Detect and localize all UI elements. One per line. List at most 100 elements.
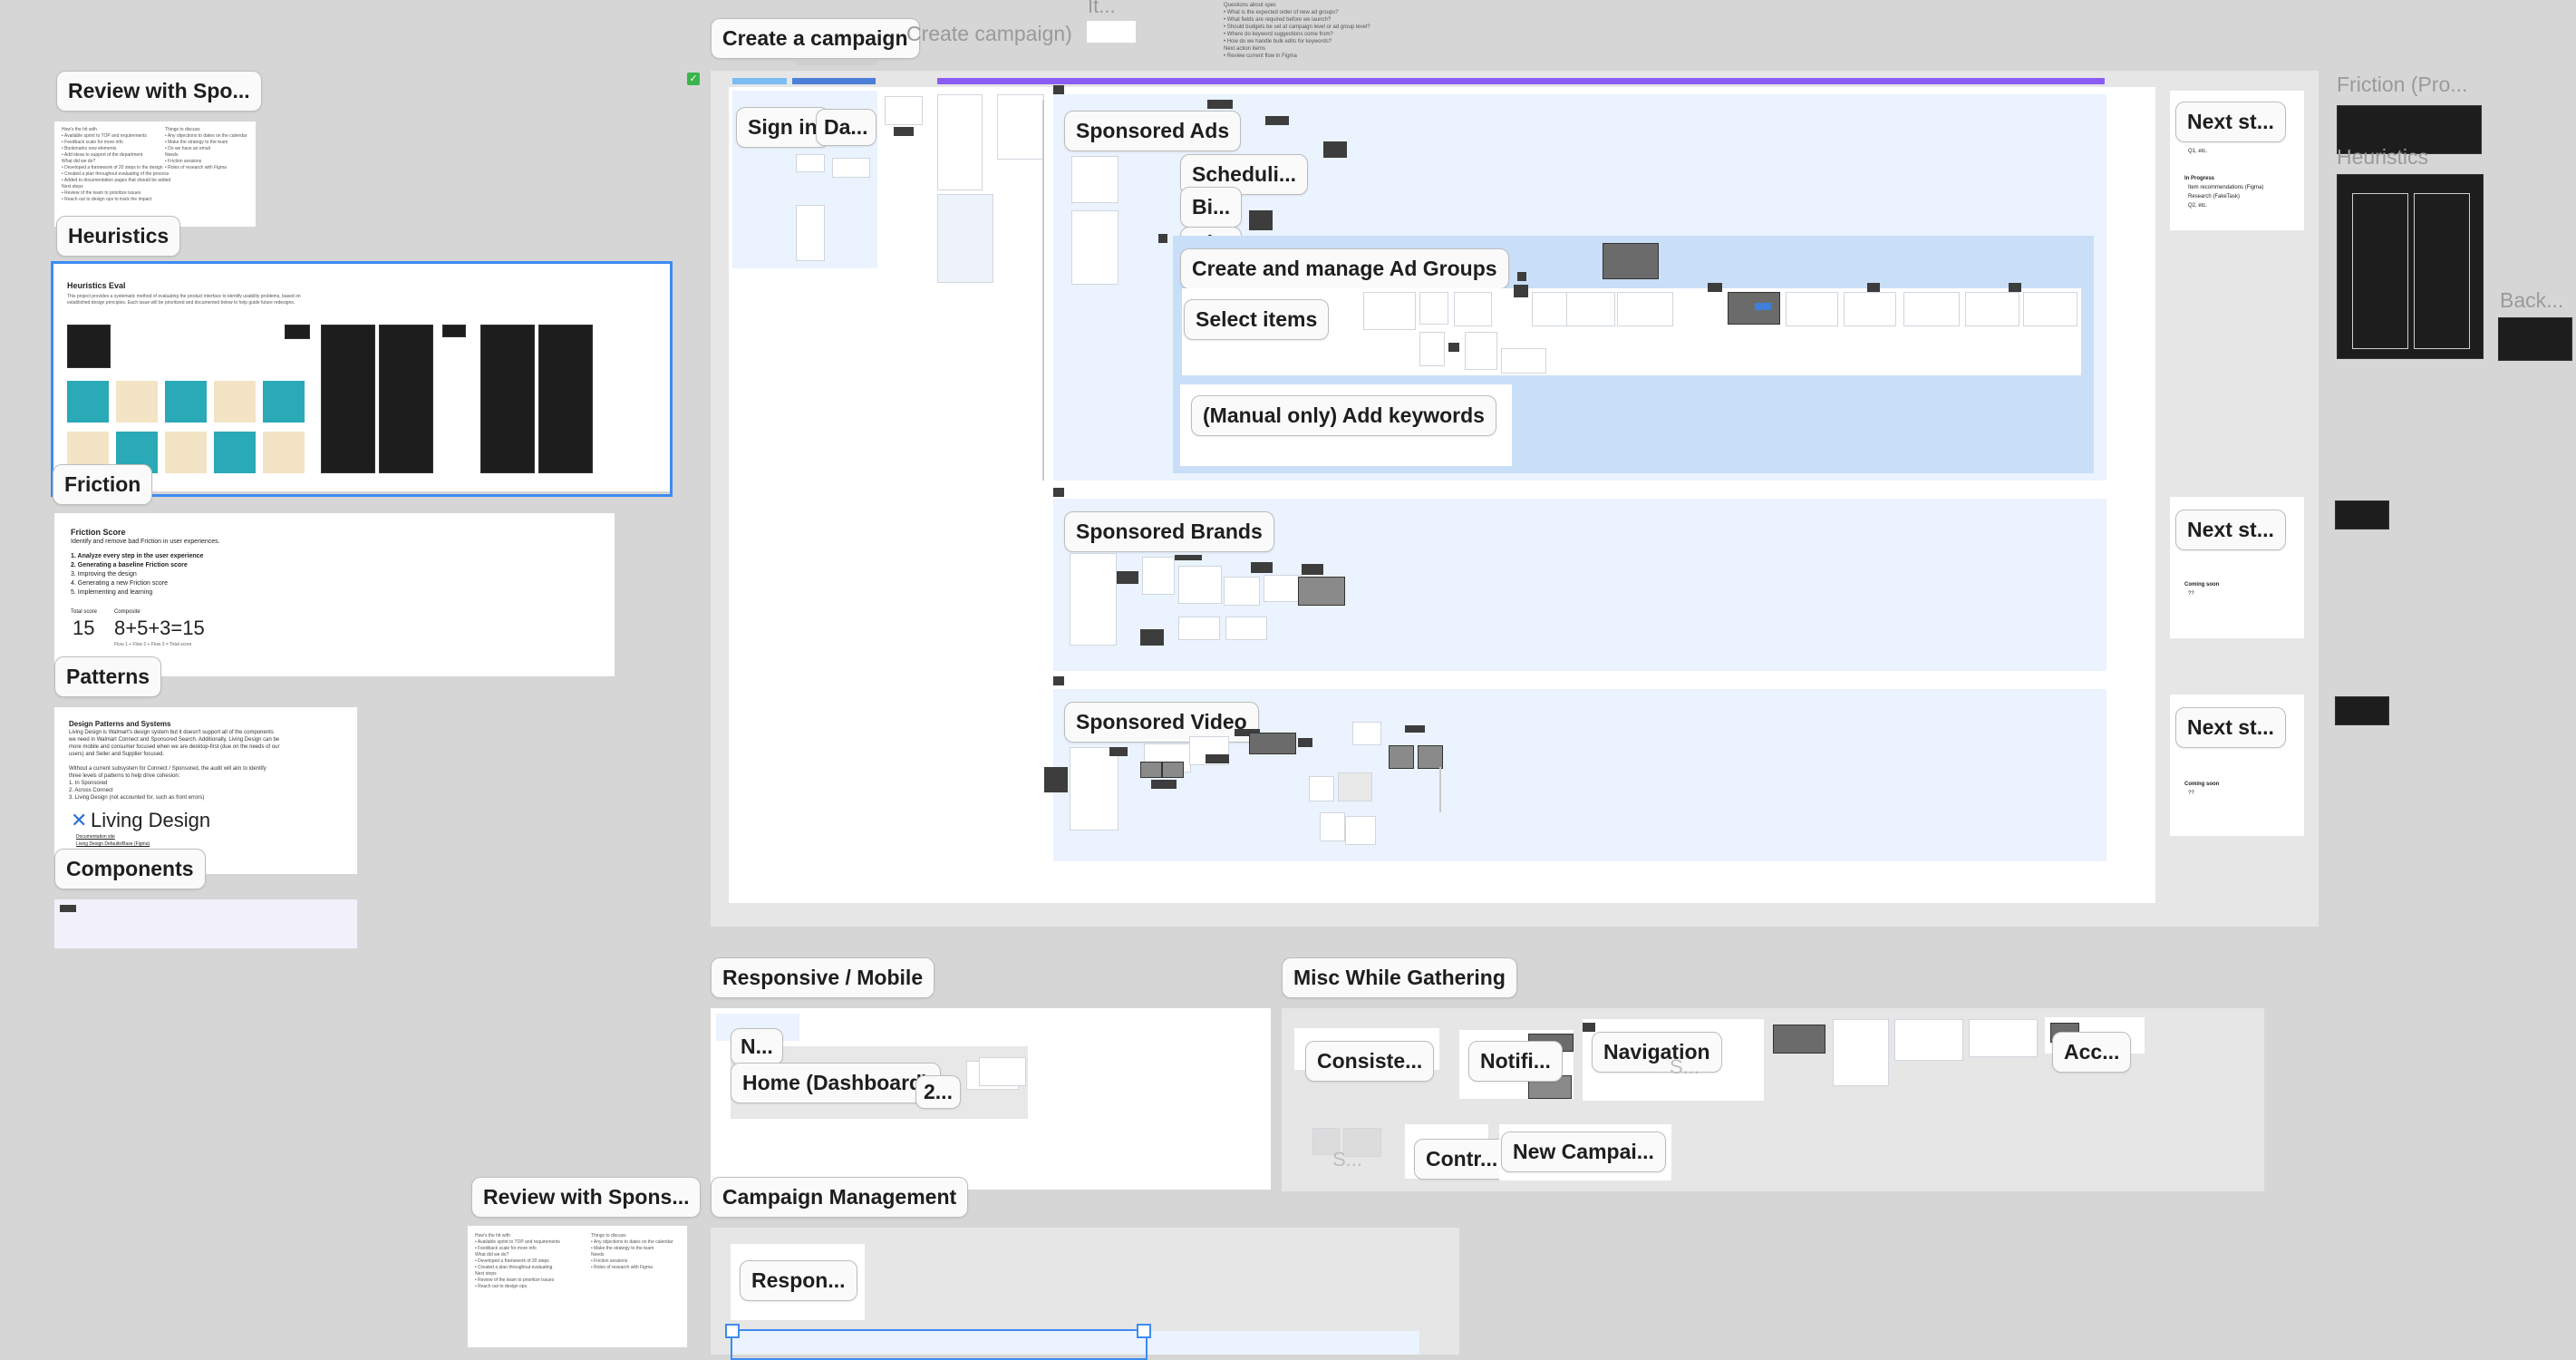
create-campaign-label[interactable]: Create a campaign — [711, 18, 920, 59]
heuristic-tile[interactable] — [263, 432, 305, 473]
misc-gathering-label[interactable]: Misc While Gathering — [1282, 957, 1517, 998]
screen-thumb[interactable] — [885, 96, 923, 125]
screen-thumb[interactable] — [1833, 1019, 1889, 1086]
screen-thumb-dark[interactable] — [1603, 243, 1659, 279]
dark-frame[interactable] — [2335, 696, 2389, 725]
screen-thumb[interactable] — [1343, 1128, 1381, 1157]
sponsored-video-label[interactable]: Sponsored Video — [1064, 702, 1259, 743]
next-steps-card[interactable]: Next st... Coming soon ?? — [2170, 497, 2304, 638]
heuristic-tile[interactable] — [214, 432, 256, 473]
add-keywords-label[interactable]: (Manual only) Add keywords — [1191, 395, 1496, 436]
dark-frame[interactable] — [2337, 105, 2482, 154]
screen-thumb-dark[interactable] — [1140, 762, 1162, 778]
components-label[interactable]: Components — [54, 849, 206, 889]
notifications-label[interactable]: Notifi... — [1468, 1041, 1563, 1082]
campaign-management-label[interactable]: Campaign Management — [711, 1177, 969, 1218]
dark-panel[interactable] — [538, 325, 593, 473]
resize-handle[interactable] — [1137, 1324, 1151, 1338]
screen-thumb[interactable] — [1142, 557, 1175, 595]
design-patterns-card[interactable]: Design Patterns and Systems Living Desig… — [54, 707, 357, 874]
screen-thumb[interactable] — [1338, 772, 1372, 801]
friction-label[interactable]: Friction — [53, 464, 153, 505]
dashboard-label[interactable]: Da... — [816, 109, 876, 146]
heuristic-tile[interactable] — [263, 381, 305, 423]
screen-thumb[interactable] — [1071, 210, 1119, 285]
consistency-label[interactable]: Consiste... — [1305, 1041, 1435, 1082]
responsive-2-label[interactable]: 2... — [915, 1075, 961, 1109]
patterns-link[interactable]: Living Design Defaults/Base (Figma) — [76, 841, 150, 847]
review-card[interactable]: How's the hit with • Available sprint to… — [54, 121, 256, 227]
dark-panel[interactable] — [379, 325, 433, 473]
screen-thumb[interactable] — [1465, 332, 1497, 370]
screen-thumb[interactable] — [1617, 292, 1673, 326]
screen-thumb[interactable] — [1786, 292, 1838, 326]
screen-thumb[interactable] — [1419, 332, 1445, 366]
heuristics-label[interactable]: Heuristics — [56, 216, 181, 257]
screen-thumb[interactable] — [937, 94, 983, 190]
controls-label[interactable]: Contr... — [1414, 1139, 1510, 1180]
ad-groups-label[interactable]: Create and manage Ad Groups — [1180, 248, 1509, 289]
next-steps-card[interactable]: Next st... Q1, etc. In Progress Item rec… — [2170, 91, 2304, 230]
heuristic-tile[interactable] — [67, 381, 109, 423]
dark-frame[interactable] — [2337, 174, 2484, 359]
screen-thumb[interactable] — [796, 205, 825, 261]
home-dashboard-label[interactable]: Home (Dashboard) — [731, 1063, 941, 1103]
screen-thumb[interactable] — [1566, 292, 1615, 326]
screen-thumb-dark[interactable] — [1389, 745, 1414, 769]
heuristic-tile[interactable] — [116, 381, 158, 423]
responsive-n-label[interactable]: N... — [731, 1028, 783, 1065]
screen-thumb[interactable] — [1070, 553, 1117, 646]
responsive-label[interactable]: Respon... — [740, 1260, 857, 1301]
screen-thumb[interactable] — [1894, 1019, 1963, 1061]
navigation-label[interactable]: Navigation — [1592, 1032, 1722, 1073]
bid-label-1[interactable]: Bi... — [1180, 187, 1243, 228]
sign-in-label[interactable]: Sign in — [736, 107, 829, 148]
screen-thumb[interactable] — [1903, 292, 1960, 326]
dark-frame[interactable] — [2335, 500, 2389, 529]
responsive-mobile-label[interactable]: Responsive / Mobile — [711, 957, 935, 998]
screen-thumb[interactable] — [1363, 292, 1416, 330]
heuristic-tile[interactable] — [214, 381, 256, 423]
friction-score-card[interactable]: Friction Score Identify and remove bad F… — [54, 513, 615, 676]
screen-thumb[interactable] — [1178, 617, 1220, 640]
heuristics-eval-frame[interactable]: Heuristics Eval This project provides a … — [53, 263, 671, 491]
screen-thumb-dark[interactable] — [1162, 762, 1184, 778]
review-label[interactable]: Review with Spo... — [56, 71, 262, 112]
screen-thumb[interactable] — [1071, 156, 1119, 203]
screen-thumb[interactable] — [1070, 747, 1119, 831]
screen-thumb[interactable] — [1419, 292, 1448, 325]
screen-thumb[interactable] — [1501, 348, 1546, 374]
dark-panel[interactable] — [321, 325, 375, 473]
screen-thumb[interactable] — [1320, 812, 1345, 841]
screen-thumb-dark[interactable] — [1728, 292, 1780, 325]
next-steps-card[interactable]: Next st... Coming soon ?? — [2170, 695, 2304, 836]
screen-thumb[interactable] — [796, 154, 825, 172]
screen-thumb[interactable] — [832, 158, 870, 178]
next-steps-label[interactable]: Next st... — [2175, 102, 2286, 142]
screen-thumb-dark[interactable] — [1773, 1025, 1825, 1054]
resize-handle[interactable] — [725, 1324, 740, 1338]
review-sponsored-label[interactable]: Review with Spons... — [471, 1177, 702, 1218]
sponsored-ads-label[interactable]: Sponsored Ads — [1064, 111, 1242, 151]
heuristic-tile[interactable] — [165, 432, 207, 473]
acc-label[interactable]: Acc... — [2052, 1032, 2132, 1073]
patterns-label[interactable]: Patterns — [54, 656, 162, 697]
next-steps-label[interactable]: Next st... — [2175, 510, 2286, 550]
sponsored-brands-label[interactable]: Sponsored Brands — [1064, 511, 1274, 552]
new-campaign-label[interactable]: New Campai... — [1501, 1132, 1666, 1172]
screen-thumb[interactable] — [1264, 575, 1302, 602]
dark-frame[interactable] — [2498, 317, 2572, 361]
review-sponsored-card[interactable]: How's the hit with • Available sprint to… — [468, 1226, 687, 1347]
campaign-mgmt-row[interactable] — [731, 1331, 1419, 1355]
screen-thumb[interactable] — [1965, 292, 2019, 326]
screen-thumb[interactable] — [997, 94, 1044, 160]
screen-thumb[interactable] — [1532, 292, 1570, 326]
frame-thumbnail[interactable] — [1086, 20, 1137, 44]
screen-thumb[interactable] — [2023, 292, 2077, 326]
screen-thumb-dark[interactable] — [1298, 577, 1345, 606]
screen-thumb[interactable] — [1352, 722, 1381, 745]
screen-thumb[interactable] — [1312, 1128, 1340, 1155]
heuristic-tile[interactable] — [165, 381, 207, 423]
screen-thumb[interactable] — [1178, 566, 1222, 604]
screen-thumb[interactable] — [1224, 577, 1260, 606]
